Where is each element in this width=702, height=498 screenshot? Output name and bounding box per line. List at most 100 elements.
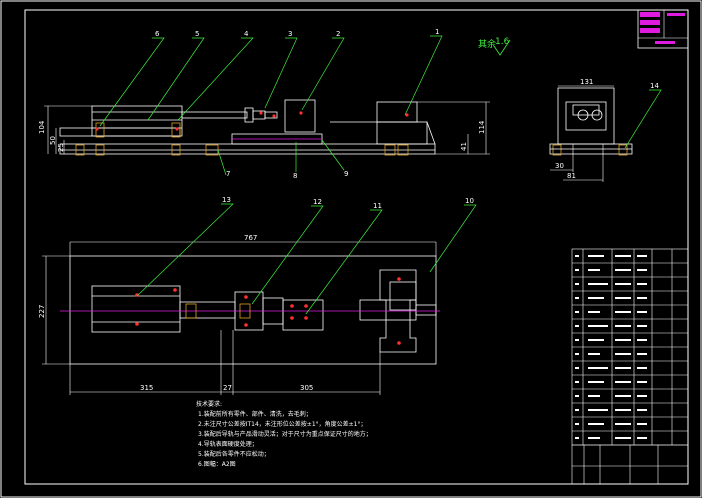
note-line-4: 4.导轨表面硬度处理； [198,440,258,448]
side-view [549,87,633,156]
dim-227: 227 [38,305,46,318]
parts-cell-mark [637,367,647,369]
parts-cell-mark [637,255,647,257]
parts-cell-mark [588,339,604,341]
parts-cell-mark [588,297,604,299]
note-line-2: 2.未注尺寸公差按IT14，未注形位公差按±1°，角度公差±1°； [198,420,366,428]
parts-cell-mark [575,311,579,313]
technical-notes: 技术要求: 1.装配前所有零件、部件、清洗，去毛刺； 2.未注尺寸公差按IT14… [196,400,372,468]
parts-cell-mark [637,409,647,411]
dim-30: 30 [555,162,564,170]
balloon-8: 8 [293,172,297,180]
parts-cell-mark [637,423,647,425]
balloon-3: 3 [288,30,292,38]
parts-cell-mark [615,311,631,313]
balloon-9: 9 [344,170,348,178]
balloon-numbers: 1 2 3 4 5 6 7 8 9 10 11 12 13 14 [155,28,659,210]
parts-cell-mark [637,395,647,397]
parts-cell-mark [615,353,631,355]
note-line-3: 3.装配后导轨与产品滑动灵活；对于尺寸为重点保证尺寸的地方； [198,430,372,438]
parts-cell-mark [575,423,579,425]
parts-list-rows [572,255,688,446]
parts-cell-mark [615,269,631,271]
side-dimensions [550,85,614,182]
top-view [69,255,437,365]
parts-cell-mark [637,437,647,439]
balloon-1: 1 [435,28,439,36]
parts-cell-mark [575,255,579,257]
balloon-14: 14 [650,82,659,90]
top-dimensions [42,241,437,395]
parts-cell-mark [588,437,600,439]
parts-cell-mark [575,367,579,369]
roughness-value: 1.6 [495,37,510,47]
parts-cell-mark [575,325,579,327]
parts-cell-mark [615,325,631,327]
dim-131: 131 [580,78,593,86]
parts-cell-mark [615,297,631,299]
leader-lines [99,35,662,315]
parts-cell-mark [615,367,631,369]
parts-cell-mark [575,269,579,271]
parts-cell-mark [588,353,600,355]
parts-cell-mark [615,339,631,341]
parts-cell-mark [575,297,579,299]
parts-cell-mark [637,283,647,285]
drawing-frame [24,9,689,485]
parts-cell-mark [615,381,631,383]
balloon-13: 13 [222,196,231,204]
parts-cell-mark [588,423,604,425]
parts-cell-mark [588,311,600,313]
roughness-note: 其余 1.6 [478,37,511,56]
dim-305: 305 [300,384,313,392]
note-line-5: 5.装配后各零件不应松动； [198,450,270,458]
parts-cell-mark [615,437,631,439]
balloon-4: 4 [244,30,249,38]
dim-27: 27 [223,384,232,392]
top-view-details [135,277,401,345]
parts-cell-mark [588,409,608,411]
parts-cell-mark [588,255,604,257]
dim-25: 25 [57,143,65,152]
parts-cell-mark [575,409,579,411]
note-line-6: 6.图幅：A2图 [198,460,236,468]
corner-code-block [637,9,689,49]
parts-cell-mark [615,423,631,425]
parts-cell-mark [575,339,579,341]
notes-title: 技术要求: [196,400,222,408]
balloon-6: 6 [155,30,160,38]
dim-50: 50 [49,136,57,145]
parts-cell-mark [575,437,579,439]
dim-81: 81 [567,172,576,180]
balloon-11: 11 [373,202,382,210]
parts-cell-mark [615,255,631,257]
parts-cell-mark [588,367,608,369]
balloon-7: 7 [226,170,230,178]
parts-cell-mark [637,269,647,271]
front-view [59,99,436,156]
parts-cell-mark [588,381,604,383]
parts-cell-mark [575,283,579,285]
parts-cell-mark [588,269,600,271]
balloon-12: 12 [313,198,322,206]
parts-cell-mark [637,311,647,313]
dim-104: 104 [38,120,46,134]
parts-cell-mark [588,325,608,327]
balloon-2: 2 [336,30,340,38]
front-dimensions [44,101,490,155]
parts-cell-mark [588,283,608,285]
dim-767: 767 [244,234,257,242]
parts-cell-mark [615,395,631,397]
parts-cell-mark [588,395,600,397]
balloon-10: 10 [465,197,474,205]
parts-cell-mark [637,381,647,383]
balloon-5: 5 [195,30,199,38]
parts-cell-mark [637,297,647,299]
roughness-prefix: 其余 [478,38,496,50]
parts-cell-mark [637,353,647,355]
dim-315: 315 [140,384,153,392]
parts-cell-mark [615,409,631,411]
parts-cell-mark [575,395,579,397]
